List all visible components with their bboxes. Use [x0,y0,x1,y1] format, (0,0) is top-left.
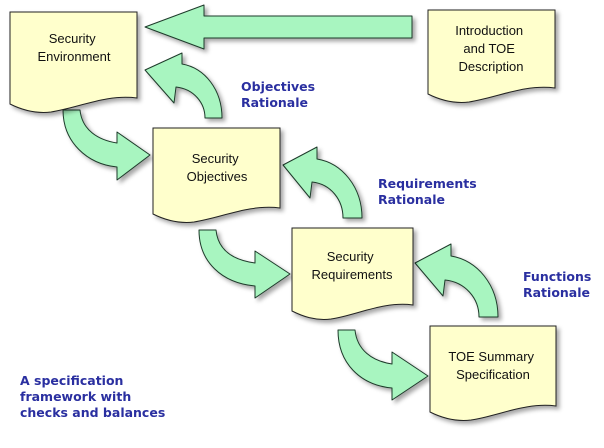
document-security-environment-text: Security Environment [38,31,111,64]
arrow-functions-rationale [414,243,499,318]
arrow-environment-to-objectives [62,109,151,181]
objectives-rationale-label: Objectives Rationale [241,79,319,110]
functions-rationale-label: Functions Rationale [523,269,596,300]
arrow-intro-to-environment [144,4,413,50]
document-security-requirements [291,227,414,320]
document-toe-summary-text: TOE Summary Specification [448,349,537,382]
document-intro-toe-text: Introduction and TOE Description [455,23,527,74]
arrow-requirements-to-summary [337,329,429,401]
document-security-requirements-text: Security Requirements [312,249,393,282]
document-toe-summary [429,325,557,421]
document-security-objectives-text: Security Objectives [187,151,248,184]
document-security-objectives [152,127,281,223]
arrow-objectives-rationale [144,52,223,119]
requirements-rationale-label: Requirements Rationale [378,176,481,207]
arrow-objectives-to-requirements [198,229,291,299]
document-security-environment [9,11,138,113]
document-intro-toe [427,9,556,103]
arrow-requirements-rationale [282,146,363,219]
framework-caption: A specification framework with checks an… [20,373,165,420]
